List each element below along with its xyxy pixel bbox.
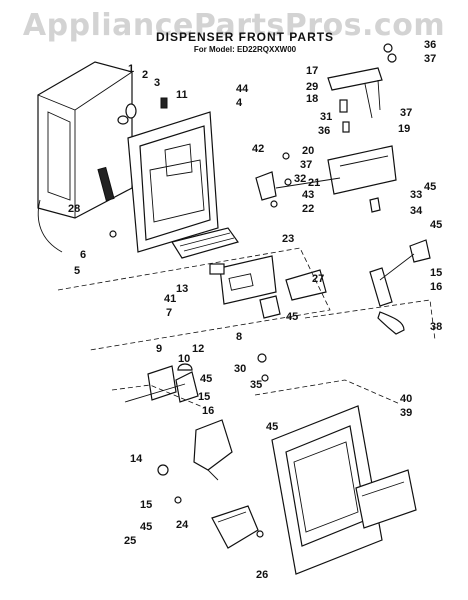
callout-45: 45 <box>200 373 212 385</box>
callout-29: 29 <box>306 81 318 93</box>
callout-22: 22 <box>302 203 314 215</box>
callout-15: 15 <box>198 391 210 403</box>
callout-27: 27 <box>312 273 324 285</box>
callout-45: 45 <box>140 521 152 533</box>
callout-34: 34 <box>410 205 423 217</box>
part-housing <box>37 61 133 253</box>
part-screw-2 <box>261 374 269 382</box>
assembly-path-1 <box>57 247 331 351</box>
part-switch-strip <box>97 166 115 202</box>
diagram-title: DISPENSER FRONT PARTS <box>155 30 335 44</box>
callout-32: 32 <box>294 173 306 185</box>
part-lever-assembly <box>255 152 341 208</box>
callout-7: 7 <box>166 307 172 319</box>
callout-38: 38 <box>430 321 442 333</box>
callout-13: 13 <box>176 283 188 295</box>
callout-16: 16 <box>202 405 214 417</box>
callout-36: 36 <box>424 39 436 51</box>
callout-36: 36 <box>318 125 330 137</box>
callout-33: 33 <box>410 189 422 201</box>
callout-1: 1 <box>128 63 134 75</box>
part-front-frame <box>127 111 219 253</box>
callout-18: 18 <box>306 93 318 105</box>
callout-15: 15 <box>430 267 442 279</box>
assembly-path-3 <box>111 384 206 409</box>
callout-17: 17 <box>306 65 318 77</box>
callout-23: 23 <box>282 233 294 245</box>
part-washer <box>257 353 267 363</box>
callout-3: 3 <box>154 77 160 89</box>
callout-37: 37 <box>400 107 412 119</box>
callout-6: 6 <box>80 249 86 261</box>
callout-31: 31 <box>320 111 332 123</box>
part-control-panel <box>209 255 327 319</box>
callout-43: 43 <box>302 189 314 201</box>
part-dispenser-actuator <box>157 419 264 549</box>
assembly-path-4 <box>254 379 401 405</box>
callout-40: 40 <box>400 393 412 405</box>
callout-35: 35 <box>250 379 262 391</box>
assembly-path-2 <box>304 299 436 341</box>
callout-30: 30 <box>234 363 246 375</box>
part-grommet <box>117 115 129 125</box>
callout-14: 14 <box>130 453 143 465</box>
site-watermark: AppliancePartsPros.com <box>22 8 446 43</box>
callout-42: 42 <box>252 143 264 155</box>
callout-11: 11 <box>176 89 188 101</box>
callout-10: 10 <box>178 353 190 365</box>
callout-9: 9 <box>156 343 162 355</box>
part-bushing <box>125 103 137 119</box>
callout-16: 16 <box>430 281 442 293</box>
callout-45: 45 <box>430 219 442 231</box>
part-drip-grille <box>171 227 239 259</box>
callout-37: 37 <box>300 159 312 171</box>
part-lamp-housing <box>124 363 199 403</box>
callout-20: 20 <box>302 145 314 157</box>
callout-41: 41 <box>164 293 176 305</box>
callout-24: 24 <box>176 519 189 531</box>
callout-25: 25 <box>124 535 136 547</box>
callout-45: 45 <box>266 421 278 433</box>
part-door-panel <box>271 405 417 575</box>
callout-5: 5 <box>74 265 80 277</box>
callout-45: 45 <box>286 311 298 323</box>
callout-2: 2 <box>142 69 148 81</box>
callout-12: 12 <box>192 343 204 355</box>
callout-19: 19 <box>398 123 410 135</box>
callout-39: 39 <box>400 407 412 419</box>
callout-28: 28 <box>68 203 80 215</box>
part-clip <box>160 97 168 109</box>
part-actuator-bar <box>327 43 397 213</box>
callout-8: 8 <box>236 331 242 343</box>
callout-26: 26 <box>256 569 268 581</box>
callout-45: 45 <box>424 181 436 193</box>
part-screw <box>109 230 117 238</box>
callout-4: 4 <box>236 97 243 109</box>
callout-15: 15 <box>140 499 152 511</box>
callout-21: 21 <box>308 177 320 189</box>
callout-44: 44 <box>236 83 249 95</box>
model-number: For Model: ED22RQXXW00 <box>193 45 297 54</box>
part-side-lever <box>369 239 431 335</box>
callout-37: 37 <box>424 53 436 65</box>
